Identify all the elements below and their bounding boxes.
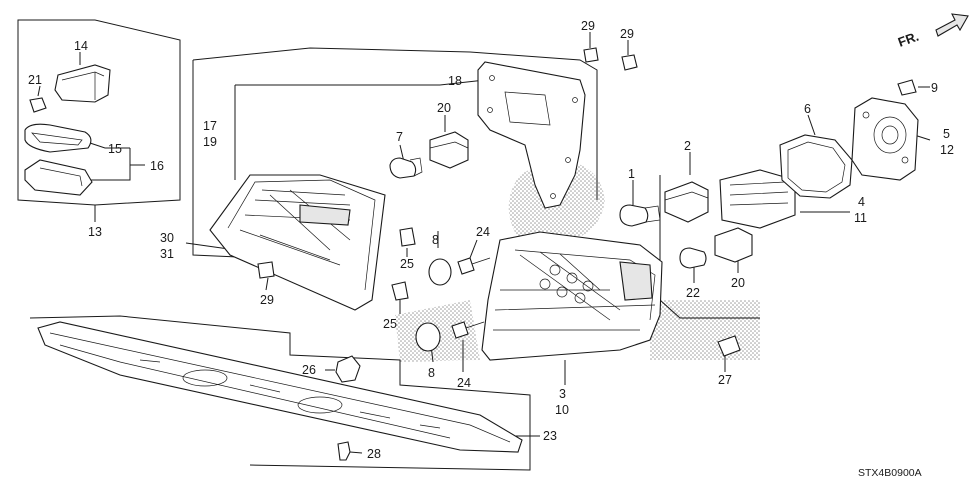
callout-8-upper: 8 (432, 233, 439, 247)
grommet-25-upper (399, 227, 416, 247)
clip-nut-29-upper-b (621, 54, 638, 71)
callout-19: 19 (203, 135, 217, 149)
bracket-left-group (17, 19, 181, 206)
callout-11: 11 (854, 211, 867, 225)
callout-7: 7 (396, 130, 403, 144)
callout-10: 10 (555, 403, 569, 417)
diagram-code: STX4B0900A (858, 467, 922, 479)
cap-8-upper (428, 258, 452, 286)
front-direction-label: FR. (896, 29, 921, 50)
callout-30: 30 (160, 231, 174, 245)
bolt-24-lower (451, 321, 485, 339)
cap-8-lower (415, 322, 441, 352)
callout-21: 21 (28, 73, 42, 87)
callout-31: 31 (160, 247, 174, 261)
callout-8-lower: 8 (428, 366, 435, 380)
screw-part-28 (337, 441, 351, 461)
license-light-part (24, 159, 93, 196)
callout-4: 4 (858, 195, 865, 209)
socket-part-20-upper (429, 131, 469, 169)
bolt-24-upper (457, 257, 491, 275)
lamp-back-cover-part (851, 97, 919, 181)
callout-numbers: 14 21 15 16 13 17 19 30 31 29 18 7 20 29… (28, 19, 954, 461)
callout-12: 12 (940, 143, 954, 157)
inner-tail-lamp-part (209, 174, 386, 311)
wedge-bulb-small-part (29, 97, 47, 113)
callout-6: 6 (804, 102, 811, 116)
callout-28: 28 (367, 447, 381, 461)
outer-tail-lamp-part (481, 231, 663, 361)
callout-17: 17 (203, 119, 217, 133)
callout-18: 18 (448, 74, 462, 88)
callout-23: 23 (543, 429, 557, 443)
lamp-mounting-plate-part (477, 61, 586, 209)
circuit-housing-part (719, 169, 796, 229)
callout-15: 15 (108, 142, 122, 156)
callout-25-lower: 25 (383, 317, 397, 331)
callout-24-lower: 24 (457, 376, 471, 390)
screw-part-9 (897, 79, 917, 96)
callout-26: 26 (302, 363, 316, 377)
housing-gasket-part (779, 134, 853, 199)
socket-cover-part (54, 64, 111, 103)
callout-16: 16 (150, 159, 164, 173)
bracket-garnish-group (29, 315, 531, 471)
callout-20-upper: 20 (437, 101, 451, 115)
bulb-part-7 (389, 157, 423, 179)
callout-3: 3 (559, 387, 566, 401)
bulb-part-1 (619, 204, 661, 227)
callout-29-lower: 29 (260, 293, 274, 307)
clip-nut-29-lower (257, 261, 275, 279)
callout-9: 9 (931, 81, 938, 95)
callout-13: 13 (88, 225, 102, 239)
grommet-25-lower (391, 281, 409, 301)
bracket-outer-lamp-group (659, 175, 760, 319)
socket-part-20-lower (714, 227, 753, 263)
callout-1: 1 (628, 167, 635, 181)
callout-27: 27 (718, 373, 732, 387)
callout-2: 2 (684, 139, 691, 153)
callout-5: 5 (943, 127, 950, 141)
front-direction-arrow-icon (935, 13, 969, 37)
callout-22: 22 (686, 286, 700, 300)
shaded-regions (395, 161, 760, 362)
callout-29-upper-a: 29 (581, 19, 595, 33)
rear-garnish-part (37, 321, 523, 453)
leader-lines (37, 32, 931, 454)
clip-part-27 (717, 335, 741, 357)
callout-25-upper: 25 (400, 257, 414, 271)
bulb-part-22 (679, 247, 707, 269)
license-light-gasket-part (24, 123, 92, 153)
callout-20-lower: 20 (731, 276, 745, 290)
callout-14: 14 (74, 39, 88, 53)
callout-24-upper: 24 (476, 225, 490, 239)
clip-nut-29-upper-a (583, 47, 599, 63)
callout-29-upper-b: 29 (620, 27, 634, 41)
clip-part-26 (335, 355, 361, 383)
socket-part-2 (664, 181, 709, 223)
